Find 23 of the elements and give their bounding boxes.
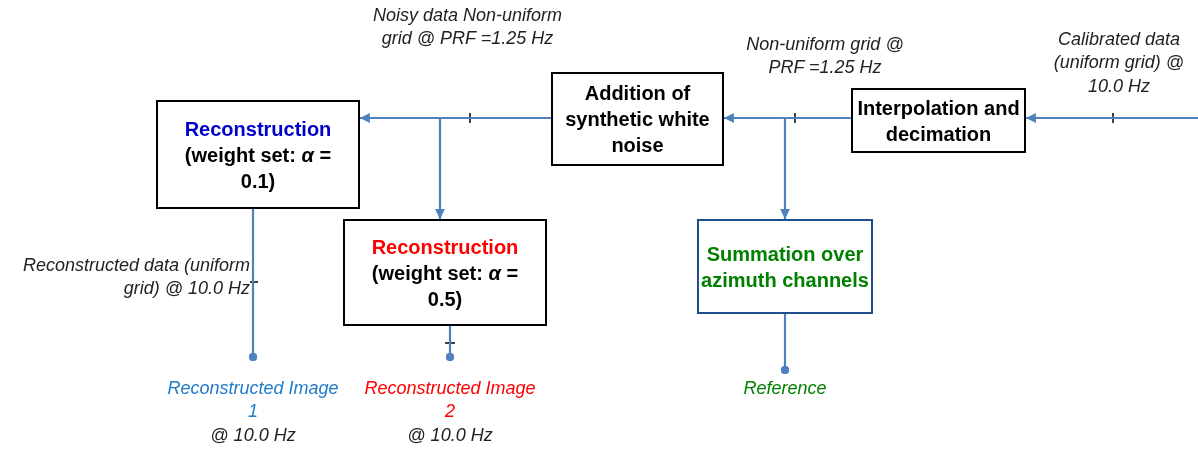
arrow <box>435 116 551 219</box>
node-heading: Reconstruction <box>184 116 332 142</box>
process-box <box>851 88 1026 153</box>
process-box <box>156 100 360 209</box>
node-text: (weight set: α = 0.1) <box>183 142 333 194</box>
connector-line <box>445 326 455 362</box>
process-box <box>697 219 873 314</box>
node-heading: Reconstructed Image 2 <box>363 377 537 424</box>
arrow <box>780 116 851 219</box>
node-heading: Reconstruction <box>371 234 519 260</box>
node-text: @ 10.0 Hz <box>407 423 493 447</box>
node-text: Addition of synthetic white noise <box>564 81 711 158</box>
connector-line <box>248 209 258 362</box>
node-text: Summation over azimuth channels <box>700 241 870 293</box>
node-text: @ 10.0 Hz <box>210 423 296 447</box>
node-heading: Reconstructed Image 1 <box>166 377 340 424</box>
node-text: Interpolation and decimation <box>856 95 1021 147</box>
process-box <box>551 72 724 166</box>
process-box <box>343 219 547 326</box>
node-text: Reference <box>743 377 827 400</box>
arrow <box>1026 113 1198 123</box>
node-text: (weight set: α = 0.5) <box>370 260 520 312</box>
connector-line <box>780 314 790 375</box>
